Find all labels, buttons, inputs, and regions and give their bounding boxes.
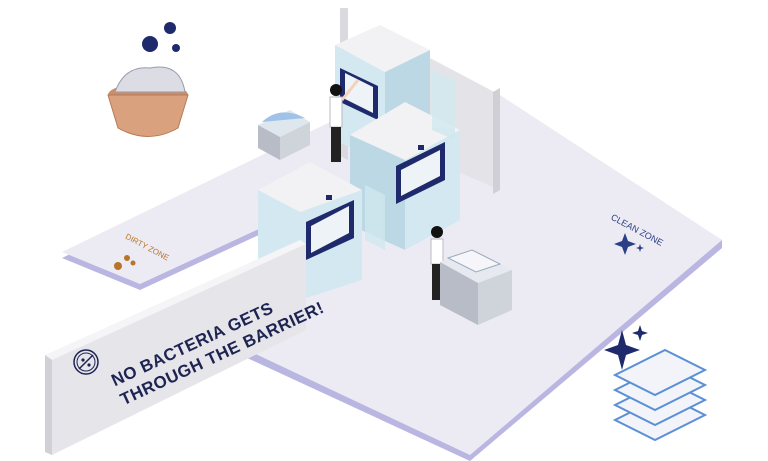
bacteria-icons-floor (114, 255, 136, 270)
barrier-wall (45, 240, 306, 455)
sparkle-icon-towels (604, 325, 648, 370)
dirty-zone-floor (62, 122, 410, 290)
no-bacteria-icon (73, 349, 99, 375)
glass-panels (365, 70, 455, 250)
clean-towel-stack (604, 325, 708, 442)
dirty-laundry-basket (107, 66, 189, 137)
bacteria-icons-air (142, 22, 180, 52)
worker-with-trolley (430, 226, 512, 325)
sparkle-icon-floor (614, 233, 644, 255)
dirty-laundry-trolley (258, 110, 310, 160)
worker-loading (329, 79, 360, 162)
